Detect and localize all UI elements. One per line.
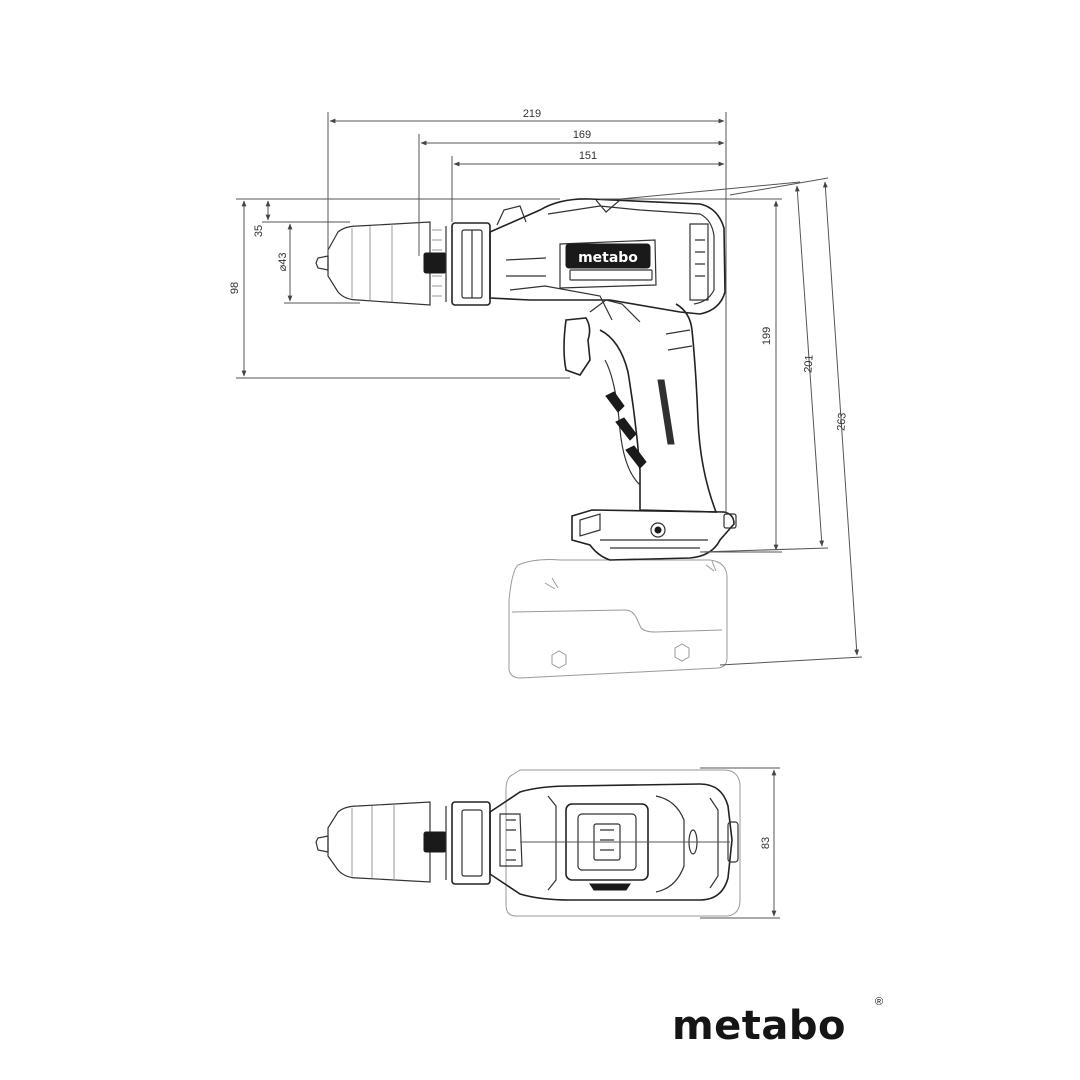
dimension-151: 151 bbox=[579, 150, 597, 162]
right-dimension-lines bbox=[600, 177, 863, 666]
logo-text: metabo bbox=[672, 1003, 847, 1049]
body-logo: metabo bbox=[578, 250, 638, 266]
side-view: metabo bbox=[229, 108, 863, 679]
dimension-35: 35 bbox=[253, 225, 265, 237]
left-dimension-lines bbox=[236, 198, 570, 379]
dimension-199: 199 bbox=[761, 327, 773, 345]
dimension-169: 169 bbox=[573, 129, 591, 141]
dimension-201: 201 bbox=[802, 354, 815, 373]
trigger-and-handle bbox=[563, 299, 718, 513]
registered-mark: ® bbox=[875, 996, 884, 1008]
drill-chuck bbox=[315, 221, 447, 306]
battery-pack-outline bbox=[508, 559, 728, 679]
dimension-chuck-diameter: ⌀43 bbox=[277, 253, 289, 272]
dimension-263: 263 bbox=[835, 412, 848, 431]
top-view: 83 bbox=[315, 767, 780, 919]
dimension-98: 98 bbox=[229, 282, 241, 294]
metabo-logo: metabo ® bbox=[672, 996, 912, 1056]
motor-housing: metabo bbox=[489, 198, 726, 321]
gear-collar bbox=[451, 222, 491, 306]
top-dimension-lines bbox=[327, 112, 727, 515]
dimension-219: 219 bbox=[523, 108, 541, 120]
dimension-83: 83 bbox=[760, 837, 772, 849]
